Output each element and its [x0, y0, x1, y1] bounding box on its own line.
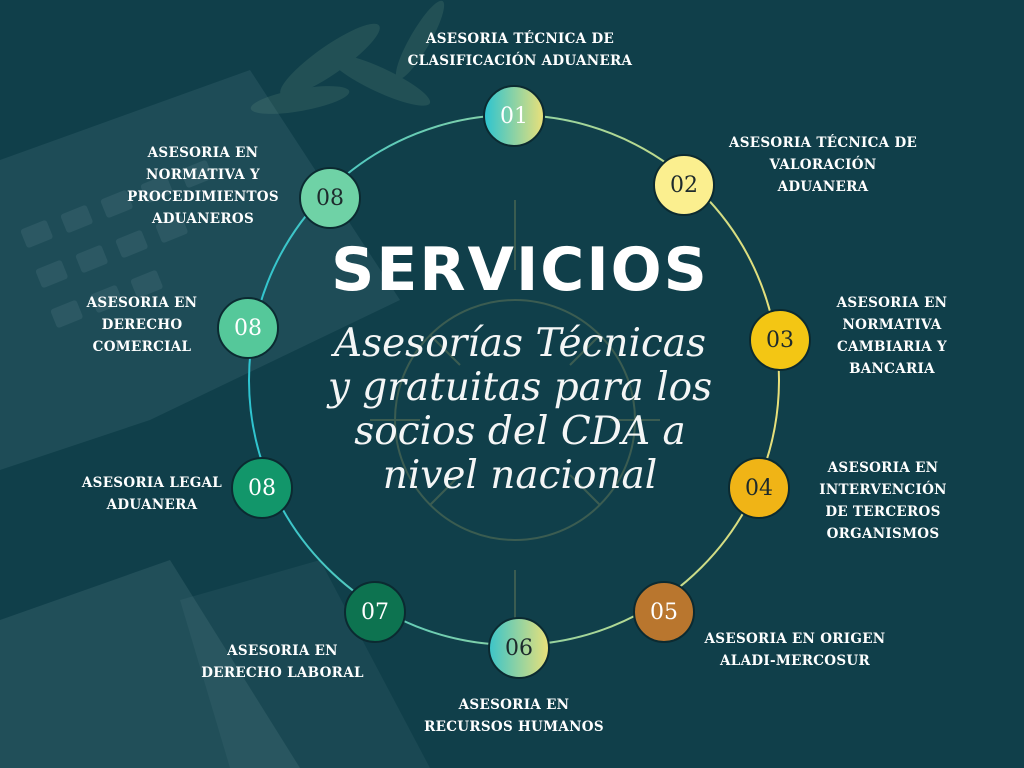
label-line: NORMATIVA	[842, 317, 942, 333]
page-title: SERVICIOS	[331, 235, 709, 305]
service-node-06: 06	[488, 617, 550, 679]
service-label-02: ASESORIA TÉCNICA DE VALORACIÓN ADUANERA	[723, 132, 923, 198]
service-node-02: 02	[653, 154, 715, 216]
label-line: ASESORIA LEGAL	[81, 475, 223, 491]
label-line: NORMATIVA Y	[146, 167, 260, 183]
service-label-08-legal: ASESORIA LEGAL ADUANERA	[72, 472, 232, 516]
service-node-08-normativa: 08	[299, 167, 361, 229]
subtitle-line: Asesorías Técnicas	[333, 321, 707, 366]
service-node-08-legal: 08	[231, 457, 293, 519]
label-line: BANCARIA	[849, 361, 935, 377]
label-line: DERECHO LABORAL	[201, 665, 364, 681]
node-number: 01	[500, 103, 528, 129]
label-line: DERECHO	[101, 317, 183, 333]
node-number: 07	[361, 599, 389, 625]
subtitle-line: socios del CDA a	[354, 409, 686, 454]
service-node-01: 01	[483, 85, 545, 147]
subtitle-line: y gratuitas para los	[327, 365, 713, 410]
label-line: ASESORIA EN	[827, 460, 939, 476]
label-line: ALADI-MERCOSUR	[720, 653, 870, 669]
label-line: ORGANISMOS	[826, 526, 940, 542]
node-number: 08	[234, 315, 262, 341]
service-node-08-comercial: 08	[217, 297, 279, 359]
service-label-05: ASESORIA EN ORIGEN ALADI-MERCOSUR	[700, 628, 890, 672]
node-number: 05	[650, 599, 678, 625]
label-line: ADUANERA	[777, 179, 869, 195]
node-number: 08	[248, 475, 276, 501]
label-line: PROCEDIMIENTOS	[127, 189, 279, 205]
subtitle: Asesorías Técnicas y gratuitas para los …	[300, 322, 740, 498]
service-node-03: 03	[749, 309, 811, 371]
node-number: 06	[505, 635, 533, 661]
service-label-01: ASESORIA TÉCNICA DE CLASIFICACIÓN ADUANE…	[400, 28, 640, 72]
service-label-03: ASESORIA EN NORMATIVA CAMBIARIA Y BANCAR…	[822, 292, 962, 380]
service-label-08-normativa: ASESORIA EN NORMATIVA Y PROCEDIMIENTOS A…	[118, 142, 288, 230]
label-line: RECURSOS HUMANOS	[424, 719, 604, 735]
label-line: ASESORIA TÉCNICA DE	[728, 135, 918, 151]
label-line: ASESORIA EN ORIGEN	[704, 631, 886, 647]
service-node-04: 04	[728, 457, 790, 519]
node-number: 08	[316, 185, 344, 211]
service-node-07: 07	[344, 581, 406, 643]
label-line: ASESORIA EN	[86, 295, 198, 311]
label-line: INTERVENCIÓN	[819, 482, 947, 498]
label-line: ASESORIA EN	[147, 145, 259, 161]
label-line: CLASIFICACIÓN ADUANERA	[407, 53, 633, 69]
node-number: 03	[766, 327, 794, 353]
label-line: VALORACIÓN	[769, 157, 877, 173]
service-label-06: ASESORIA EN RECURSOS HUMANOS	[410, 694, 618, 738]
service-label-08-comercial: ASESORIA EN DERECHO COMERCIAL	[72, 292, 212, 358]
label-line: COMERCIAL	[92, 339, 192, 355]
service-node-05: 05	[633, 581, 695, 643]
label-line: DE TERCEROS	[825, 504, 941, 520]
label-line: ADUANERA	[106, 497, 198, 513]
node-number: 02	[670, 172, 698, 198]
label-line: ASESORIA EN	[458, 697, 570, 713]
label-line: ADUANEROS	[151, 211, 255, 227]
service-label-07: ASESORIA EN DERECHO LABORAL	[195, 640, 370, 684]
subtitle-line: nivel nacional	[382, 453, 658, 498]
label-line: ASESORIA EN	[836, 295, 948, 311]
node-number: 04	[745, 475, 773, 501]
label-line: CAMBIARIA Y	[836, 339, 947, 355]
label-line: ASESORIA EN	[227, 643, 338, 659]
service-label-04: ASESORIA EN INTERVENCIÓN DE TERCEROS ORG…	[808, 457, 958, 545]
label-line: ASESORIA TÉCNICA DE	[425, 31, 615, 47]
